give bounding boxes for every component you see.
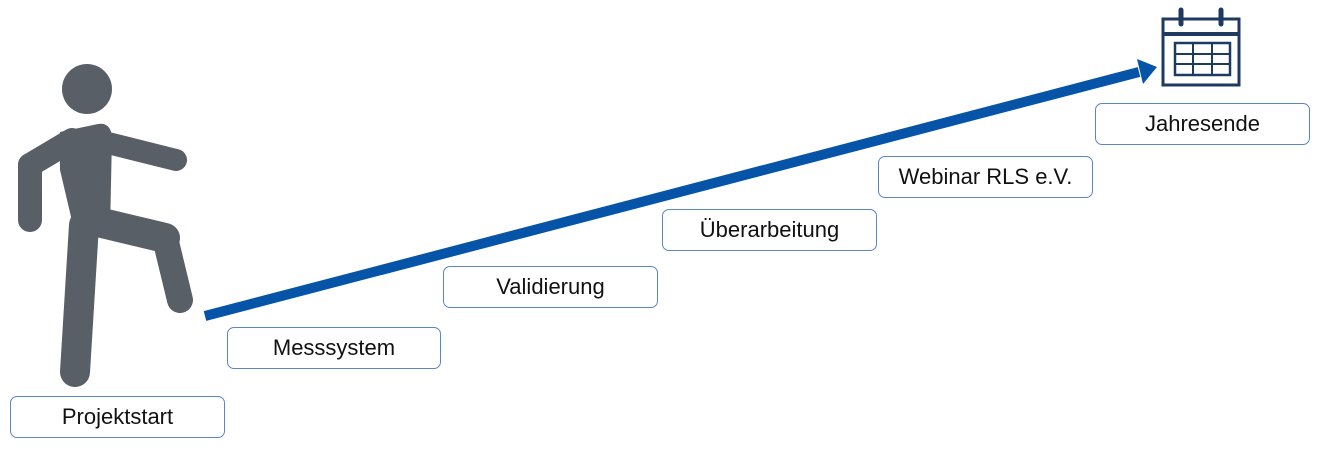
- step-label: Jahresende: [1145, 111, 1260, 136]
- calendar-icon: [1161, 7, 1241, 87]
- walking-person-icon: [18, 64, 193, 387]
- step-label: Validierung: [496, 274, 605, 299]
- progress-arrow: [203, 59, 1157, 321]
- step-validierung: Validierung: [443, 266, 658, 308]
- step-jahresende: Jahresende: [1095, 103, 1310, 145]
- step-label: Projektstart: [61, 404, 174, 429]
- step-label: Überarbeitung: [699, 217, 840, 242]
- step-label: Webinar RLS e.V.: [898, 164, 1073, 189]
- step-webinar: Webinar RLS e.V.: [878, 156, 1093, 198]
- step-messsystem: Messsystem: [227, 327, 441, 369]
- step-label: Messsystem: [272, 335, 396, 360]
- step-projektstart: Projektstart: [10, 396, 225, 438]
- step-ueberarbeitung: Überarbeitung: [662, 209, 877, 251]
